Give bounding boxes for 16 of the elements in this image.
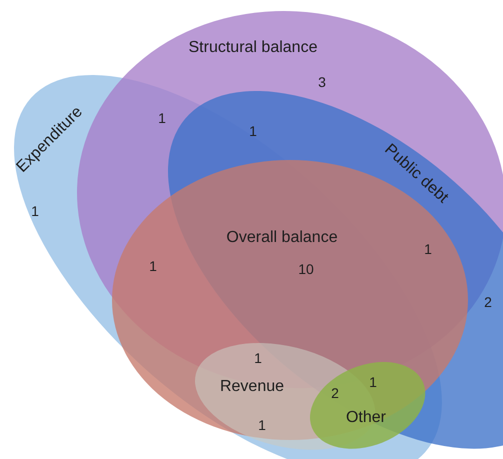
count-label: 1 [369,374,377,390]
count-label: 10 [298,261,314,277]
set-label: Overall balance [226,229,338,247]
count-label: 1 [149,258,157,274]
count-label: 1 [258,417,266,433]
count-label: 1 [254,350,262,366]
count-label: 3 [318,74,326,90]
set-label: Revenue [220,378,284,396]
count-label: 1 [249,123,257,139]
count-label: 1 [158,110,166,126]
count-label: 1 [31,203,39,219]
count-label: 1 [424,241,432,257]
set-label: Structural balance [188,38,318,57]
count-label: 2 [331,385,339,401]
count-label: 2 [484,294,492,310]
set-label: Other [346,408,386,427]
